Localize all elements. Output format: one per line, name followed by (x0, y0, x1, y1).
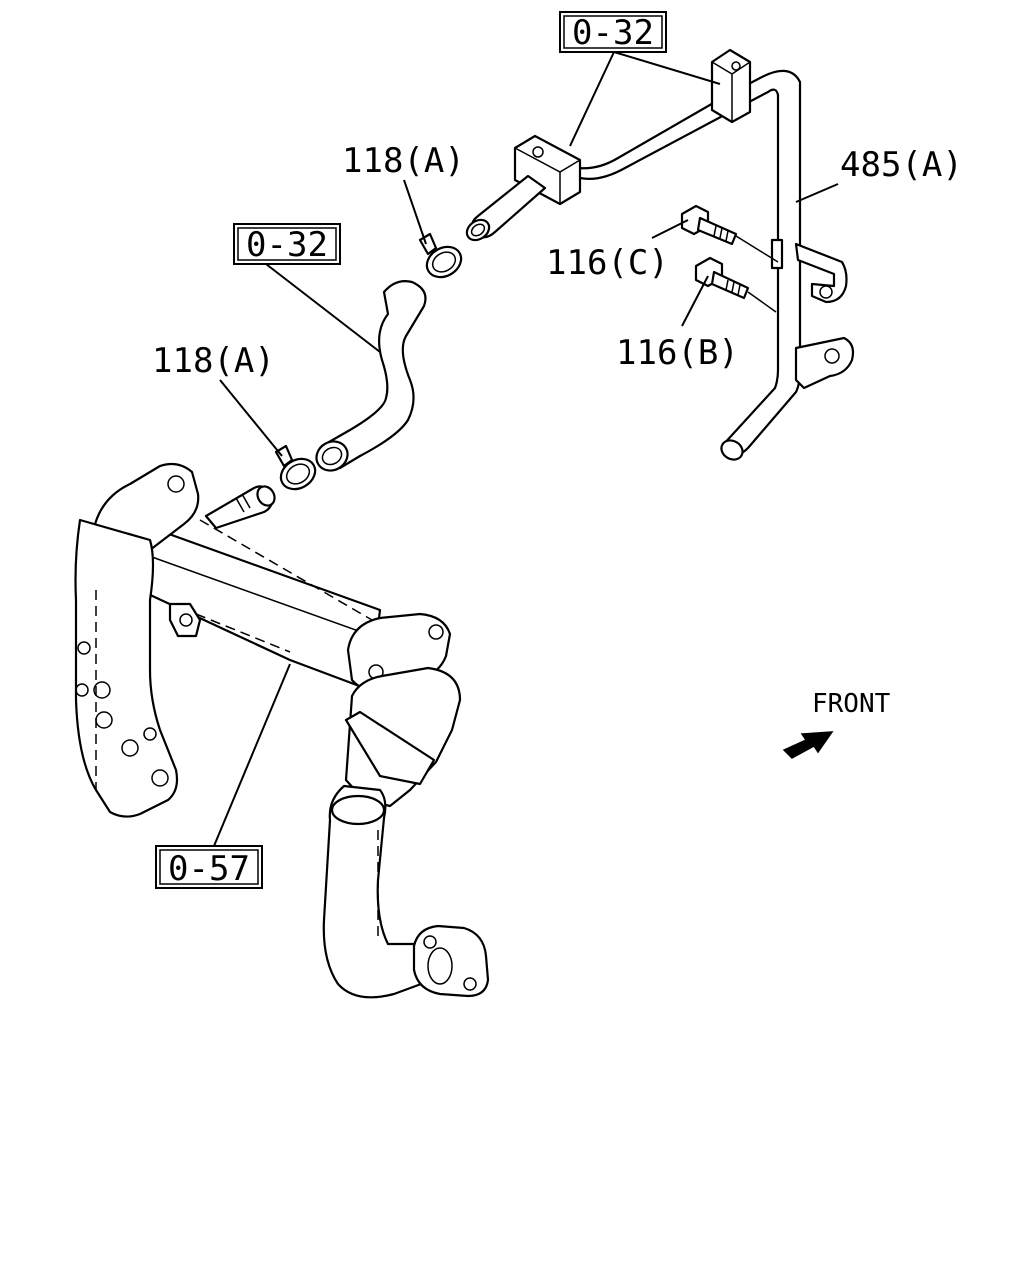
label-clamp-lower: 118(A) (152, 341, 275, 381)
rubber-hose (315, 280, 427, 472)
ref-label-top: 0-32 (559, 11, 667, 53)
svg-text:0-32: 0-32 (572, 13, 654, 53)
bolt-116b (694, 256, 777, 313)
water-pipe-485a (465, 48, 855, 461)
egr-cooler (74, 462, 490, 999)
leader-lines (213, 51, 839, 847)
front-label: FRONT (812, 689, 891, 719)
ref-label-mid: 0-32 (233, 223, 341, 265)
bolt-116c (680, 204, 779, 263)
label-bolt-116b: 116(B) (616, 333, 739, 373)
hose-clamp-lower (274, 444, 317, 491)
front-arrow-icon (782, 731, 834, 759)
hose-clamp-upper (418, 232, 463, 279)
label-pipe-485a: 485(A) (840, 145, 963, 185)
ref-label-bottom: 0-57 (155, 845, 263, 889)
svg-text:0-32: 0-32 (246, 225, 328, 265)
label-bolt-116c: 116(C) (546, 243, 669, 283)
svg-text:0-57: 0-57 (168, 849, 250, 889)
label-clamp-upper: 118(A) (342, 141, 465, 181)
